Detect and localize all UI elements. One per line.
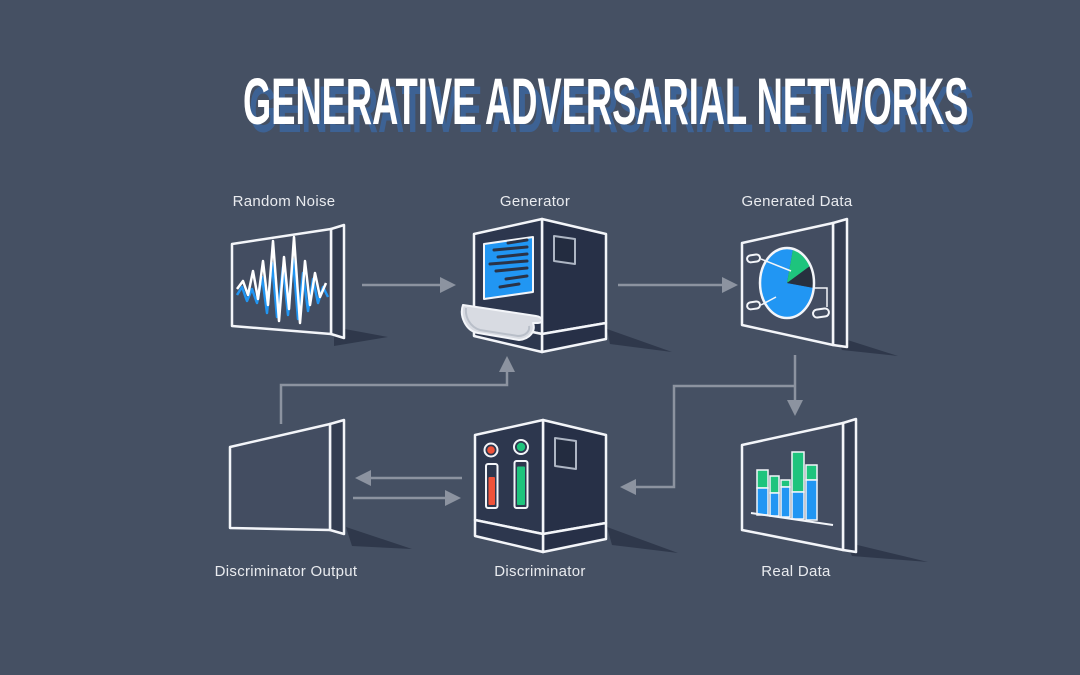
machine-right-face (541, 418, 608, 536)
green-indicator-ring (513, 439, 529, 455)
pie-outline (758, 246, 816, 320)
arrow-output-to-discriminator (353, 490, 461, 506)
node-label-generator: Generator (499, 193, 571, 210)
panel-edge (841, 417, 858, 554)
machine-gauges-icon (483, 439, 529, 509)
pie-label-pill-3 (812, 307, 830, 319)
waveform-icon (235, 235, 330, 325)
generator-screen-icon (483, 236, 534, 300)
shadow-random-noise (334, 327, 388, 346)
machine-right-face (540, 217, 608, 336)
node-label-generated-data: Generated Data (741, 193, 853, 210)
panel-edge (328, 418, 346, 536)
pie-label-pill-1 (746, 253, 762, 264)
bar3-blue (780, 486, 791, 518)
shadow-real-data (845, 542, 928, 562)
arrowhead-left-icon (355, 470, 371, 486)
arrow-generator-to-generated-data (618, 277, 738, 293)
arrowhead-up-icon (499, 356, 515, 372)
arrow-generated-data-to-real-data (787, 355, 803, 416)
bar4-green (791, 451, 805, 493)
bar2-green (769, 475, 780, 494)
pie-slice-dark (787, 266, 815, 288)
pie-chart-icon (746, 246, 830, 320)
arrow-discriminator-to-output (355, 470, 462, 486)
node-label-discriminator: Discriminator (494, 563, 586, 580)
red-indicator-light-icon (487, 446, 495, 454)
shadow-discriminator (607, 527, 678, 553)
shadow-generator (607, 329, 672, 352)
screen-code-lines-icon (488, 238, 529, 289)
arrowhead-down-icon (787, 400, 803, 416)
pie-leader-line-3 (813, 287, 828, 307)
shadow-generated-data (835, 336, 898, 356)
arrowhead-left-icon (620, 479, 636, 495)
pie-leader-line-1 (760, 258, 792, 272)
node-random-noise (230, 223, 346, 340)
arrowhead-right-icon (445, 490, 461, 506)
bar1-green (756, 469, 769, 489)
arrow-noise-to-generator (362, 277, 456, 293)
panel-edge (329, 223, 346, 340)
bar-baseline (750, 512, 834, 526)
machine-side-window (553, 235, 576, 265)
bar1-blue (756, 487, 769, 516)
node-discriminator (473, 418, 608, 554)
paper-shading (464, 307, 531, 338)
machine-side-window (554, 437, 577, 470)
bar3-green (780, 479, 791, 488)
bar5-green (805, 464, 818, 481)
node-label-real-data: Real Data (761, 563, 831, 580)
red-gauge-fill (488, 477, 495, 505)
bar4-blue (791, 491, 805, 520)
green-gauge-fill (517, 466, 525, 505)
node-label-discriminator-output: Discriminator Output (214, 563, 358, 580)
waveform-white-line (236, 235, 328, 325)
arrowhead-right-icon (722, 277, 738, 293)
blank-panel-icon (228, 422, 332, 532)
node-label-random-noise: Random Noise (232, 193, 336, 210)
node-generated-data (740, 217, 849, 349)
red-indicator-ring (483, 442, 499, 458)
flow-arrows (279, 277, 803, 506)
arrow-output-feedback-to-generator (279, 356, 515, 424)
bar2-blue (769, 492, 780, 517)
arrow-generated-data-to-discriminator (620, 384, 795, 495)
pie-leader-line-2 (760, 296, 777, 306)
node-real-data (740, 417, 858, 554)
pie-slice-blue (760, 248, 814, 319)
bar-chart-icon (750, 451, 834, 526)
shadow-discriminator-output (346, 527, 412, 549)
node-discriminator-output (228, 418, 346, 536)
node-generator (460, 217, 608, 354)
arrowhead-right-icon (440, 277, 456, 293)
bar5-blue (805, 479, 818, 521)
pie-label-pill-2 (746, 300, 762, 311)
machine-base-front (473, 518, 545, 554)
green-indicator-light-icon (516, 442, 526, 452)
node-shadows (334, 327, 928, 562)
panel-edge (831, 217, 849, 349)
